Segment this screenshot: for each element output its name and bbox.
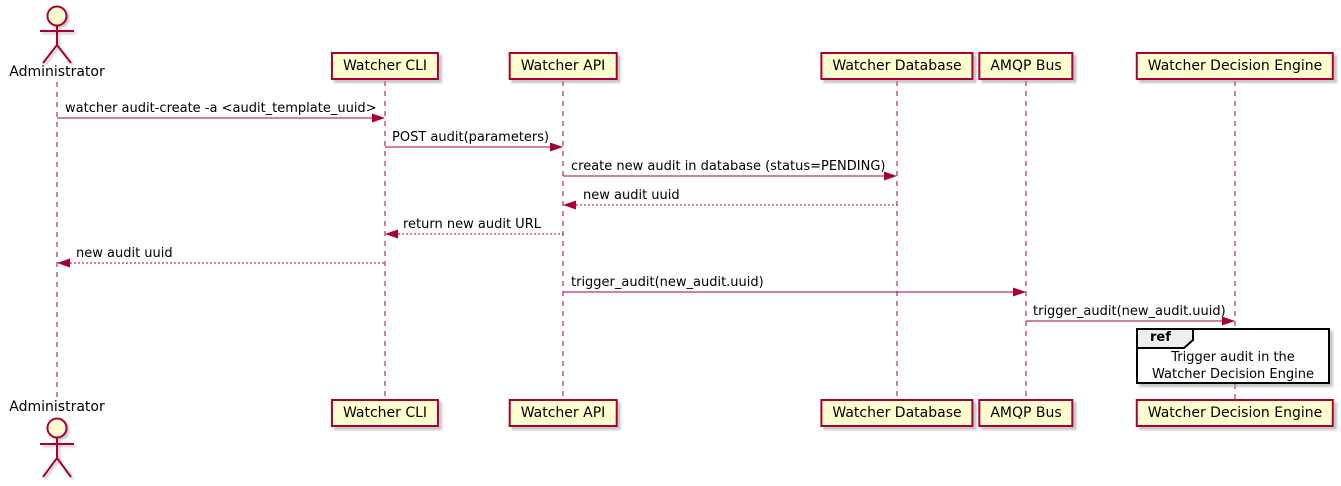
actor-icon-bottom [40,417,74,478]
participant-label: Watcher Database [832,58,962,74]
participant-box-watcher-api-bottom: Watcher API [508,399,618,427]
participant-box-watcher-database-bottom: Watcher Database [820,399,974,427]
participant-box-amqp-bus-bottom: AMQP Bus [978,399,1074,427]
ref-tab-shape [1136,328,1194,349]
participant-label: Watcher CLI [342,405,428,421]
participant-box-watcher-api-top: Watcher API [508,52,618,80]
participant-label: Watcher Decision Engine [1147,405,1323,421]
participant-label: AMQP Bus [990,405,1062,421]
participant-box-watcher-cli-bottom: Watcher CLI [330,399,440,427]
message-arrow-6 [57,258,385,268]
actor-icon-top [40,5,74,64]
participant-label: Watcher API [520,58,606,74]
ref-fragment: ref Trigger audit in the Watcher Decisio… [1136,328,1330,384]
participant-label: Watcher API [520,405,606,421]
ref-keyword: ref [1150,330,1171,345]
participant-box-watcher-decision-engine-bottom: Watcher Decision Engine [1135,399,1335,427]
participant-label: Watcher Decision Engine [1147,58,1323,74]
participant-label: AMQP Bus [990,58,1062,74]
ref-text-line-1: Trigger audit in the [1171,350,1295,365]
message-label-1: watcher audit-create -a <audit_template_… [65,101,377,116]
message-label-5: return new audit URL [403,217,541,232]
message-arrow-7 [563,287,1026,297]
message-label-3: create new audit in database (status=PEN… [571,159,886,174]
message-label-7: trigger_audit(new_audit.uuid) [571,275,764,290]
participant-box-amqp-bus-top: AMQP Bus [978,52,1074,80]
message-label-8: trigger_audit(new_audit.uuid) [1033,304,1226,319]
message-label-6: new audit uuid [76,246,173,261]
message-arrow-4 [563,200,897,210]
message-arrow-1 [57,113,385,123]
participant-label: Watcher CLI [342,58,428,74]
participant-box-watcher-cli-top: Watcher CLI [330,52,440,80]
message-arrow-2 [385,142,563,152]
message-label-2: POST audit(parameters) [392,130,550,145]
participant-label: Watcher Database [832,405,962,421]
participant-box-watcher-database-top: Watcher Database [820,52,974,80]
message-arrow-5 [385,229,563,239]
message-arrow-8 [1026,316,1235,326]
message-label-4: new audit uuid [583,188,680,203]
participant-box-watcher-decision-engine-top: Watcher Decision Engine [1135,52,1335,80]
ref-text: Trigger audit in the Watcher Decision En… [1138,349,1328,383]
message-arrow-3 [563,171,897,181]
actor-label-administrator-top: Administrator [9,64,105,80]
actor-label-administrator-bottom: Administrator [9,399,105,415]
ref-text-line-2: Watcher Decision Engine [1152,367,1314,382]
